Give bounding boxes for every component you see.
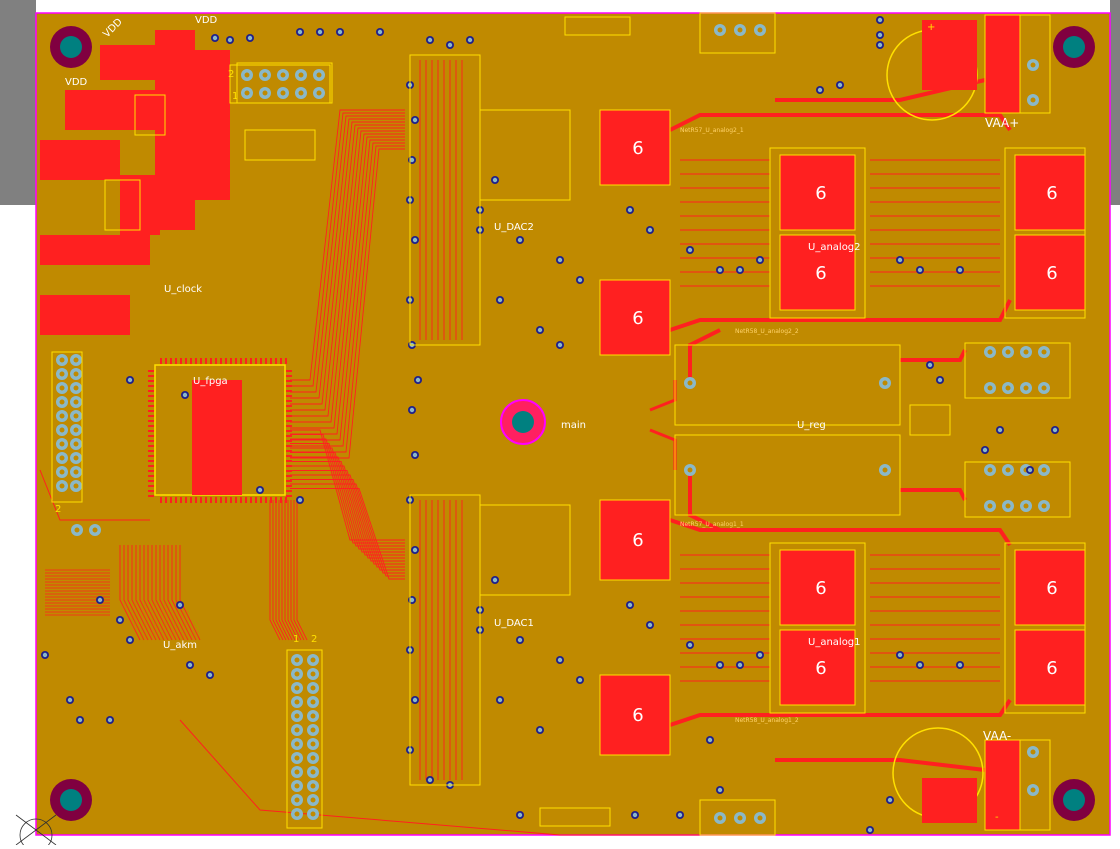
- vdd-label-3: VDD: [65, 77, 88, 88]
- fpga-chip[interactable]: [154, 364, 286, 496]
- analog1-outline[interactable]: [769, 542, 1086, 714]
- pad-mark: 6: [815, 578, 826, 599]
- header-pin2-label: 2: [228, 69, 234, 80]
- capacitor-top[interactable]: [886, 20, 978, 121]
- mounting-hole-bottom-left[interactable]: [50, 779, 92, 821]
- net-label: NetR57_U_analog2_1: [680, 127, 744, 134]
- top-pin-header[interactable]: [236, 62, 333, 104]
- resistor-bottom[interactable]: [539, 807, 611, 827]
- right-connector-bottom[interactable]: [964, 461, 1071, 518]
- analog2-outline[interactable]: [769, 147, 1086, 319]
- mounting-hole-bottom-right[interactable]: [1053, 779, 1095, 821]
- dac1-label: U_DAC1: [494, 618, 534, 629]
- net-label: NetR58_U_analog1_2: [735, 717, 799, 724]
- origin-marker: [15, 814, 57, 849]
- pad-mark: 6: [632, 138, 643, 159]
- regulator-block[interactable]: [674, 344, 951, 516]
- vdd-label-2: VDD: [195, 15, 218, 26]
- pad-mark: 6: [815, 658, 826, 679]
- vaa-plus-label: VAA+: [985, 116, 1019, 130]
- right-connector-top[interactable]: [964, 342, 1071, 399]
- pad-mark: 6: [1046, 263, 1057, 284]
- cap-minus-sign: -: [995, 812, 999, 823]
- pad-mark: 6: [632, 705, 643, 726]
- power-block-left[interactable]: [40, 30, 331, 335]
- pad-mark: 6: [1046, 658, 1057, 679]
- reg-label: U_reg: [797, 420, 826, 431]
- pad-mark: 6: [1046, 183, 1057, 204]
- pad-mark: 6: [815, 263, 826, 284]
- top-connector[interactable]: [699, 12, 776, 54]
- cap-plus-sign: +: [927, 22, 935, 33]
- bottom-vertical-header[interactable]: [286, 649, 323, 829]
- mounting-hole-top-left[interactable]: [50, 26, 92, 68]
- akm-label: U_akm: [163, 640, 197, 651]
- analog2-label: U_analog2: [808, 242, 861, 253]
- pad-mark: 6: [815, 183, 826, 204]
- dac2-label: U_DAC2: [494, 222, 534, 233]
- fpga-pin-row: [148, 358, 292, 503]
- left-pin-header[interactable]: [51, 351, 83, 503]
- dac1-block[interactable]: [409, 494, 571, 786]
- dac2-block[interactable]: [409, 54, 571, 346]
- pad-mark: 6: [1046, 578, 1057, 599]
- mounting-hole-top-right[interactable]: [1053, 26, 1095, 68]
- fpga-label: U_fpga: [193, 376, 228, 387]
- vaa-minus-connector[interactable]: [984, 739, 1051, 831]
- analog1-label: U_analog1: [808, 637, 861, 648]
- header-pin1-label: 1: [232, 91, 238, 102]
- net-label: NetR58_U_analog2_2: [735, 328, 799, 335]
- left-header-pin2-label: 2: [55, 504, 61, 515]
- power-pad-group[interactable]: [599, 109, 1086, 756]
- vertical-pin2-label: 2: [311, 634, 317, 645]
- mounting-hole-main[interactable]: [500, 399, 546, 445]
- vertical-pin1-label: 1: [293, 634, 299, 645]
- net-label: NetR57_U_analog1_1: [680, 521, 744, 528]
- window-gray-strip: [0, 0, 36, 205]
- bottom-connector[interactable]: [699, 799, 776, 836]
- clock-label: U_clock: [164, 284, 202, 295]
- resistor-top[interactable]: [564, 16, 631, 36]
- vaa-minus-label: VAA-: [983, 729, 1011, 743]
- capacitor-bottom[interactable]: [892, 727, 984, 823]
- window-gray-strip-right: [1110, 0, 1120, 205]
- pad-mark: 6: [632, 308, 643, 329]
- pad-mark: 6: [632, 530, 643, 551]
- vaa-plus-connector[interactable]: [984, 14, 1051, 114]
- main-label: main: [561, 420, 586, 431]
- trace-layer: [39, 60, 1012, 836]
